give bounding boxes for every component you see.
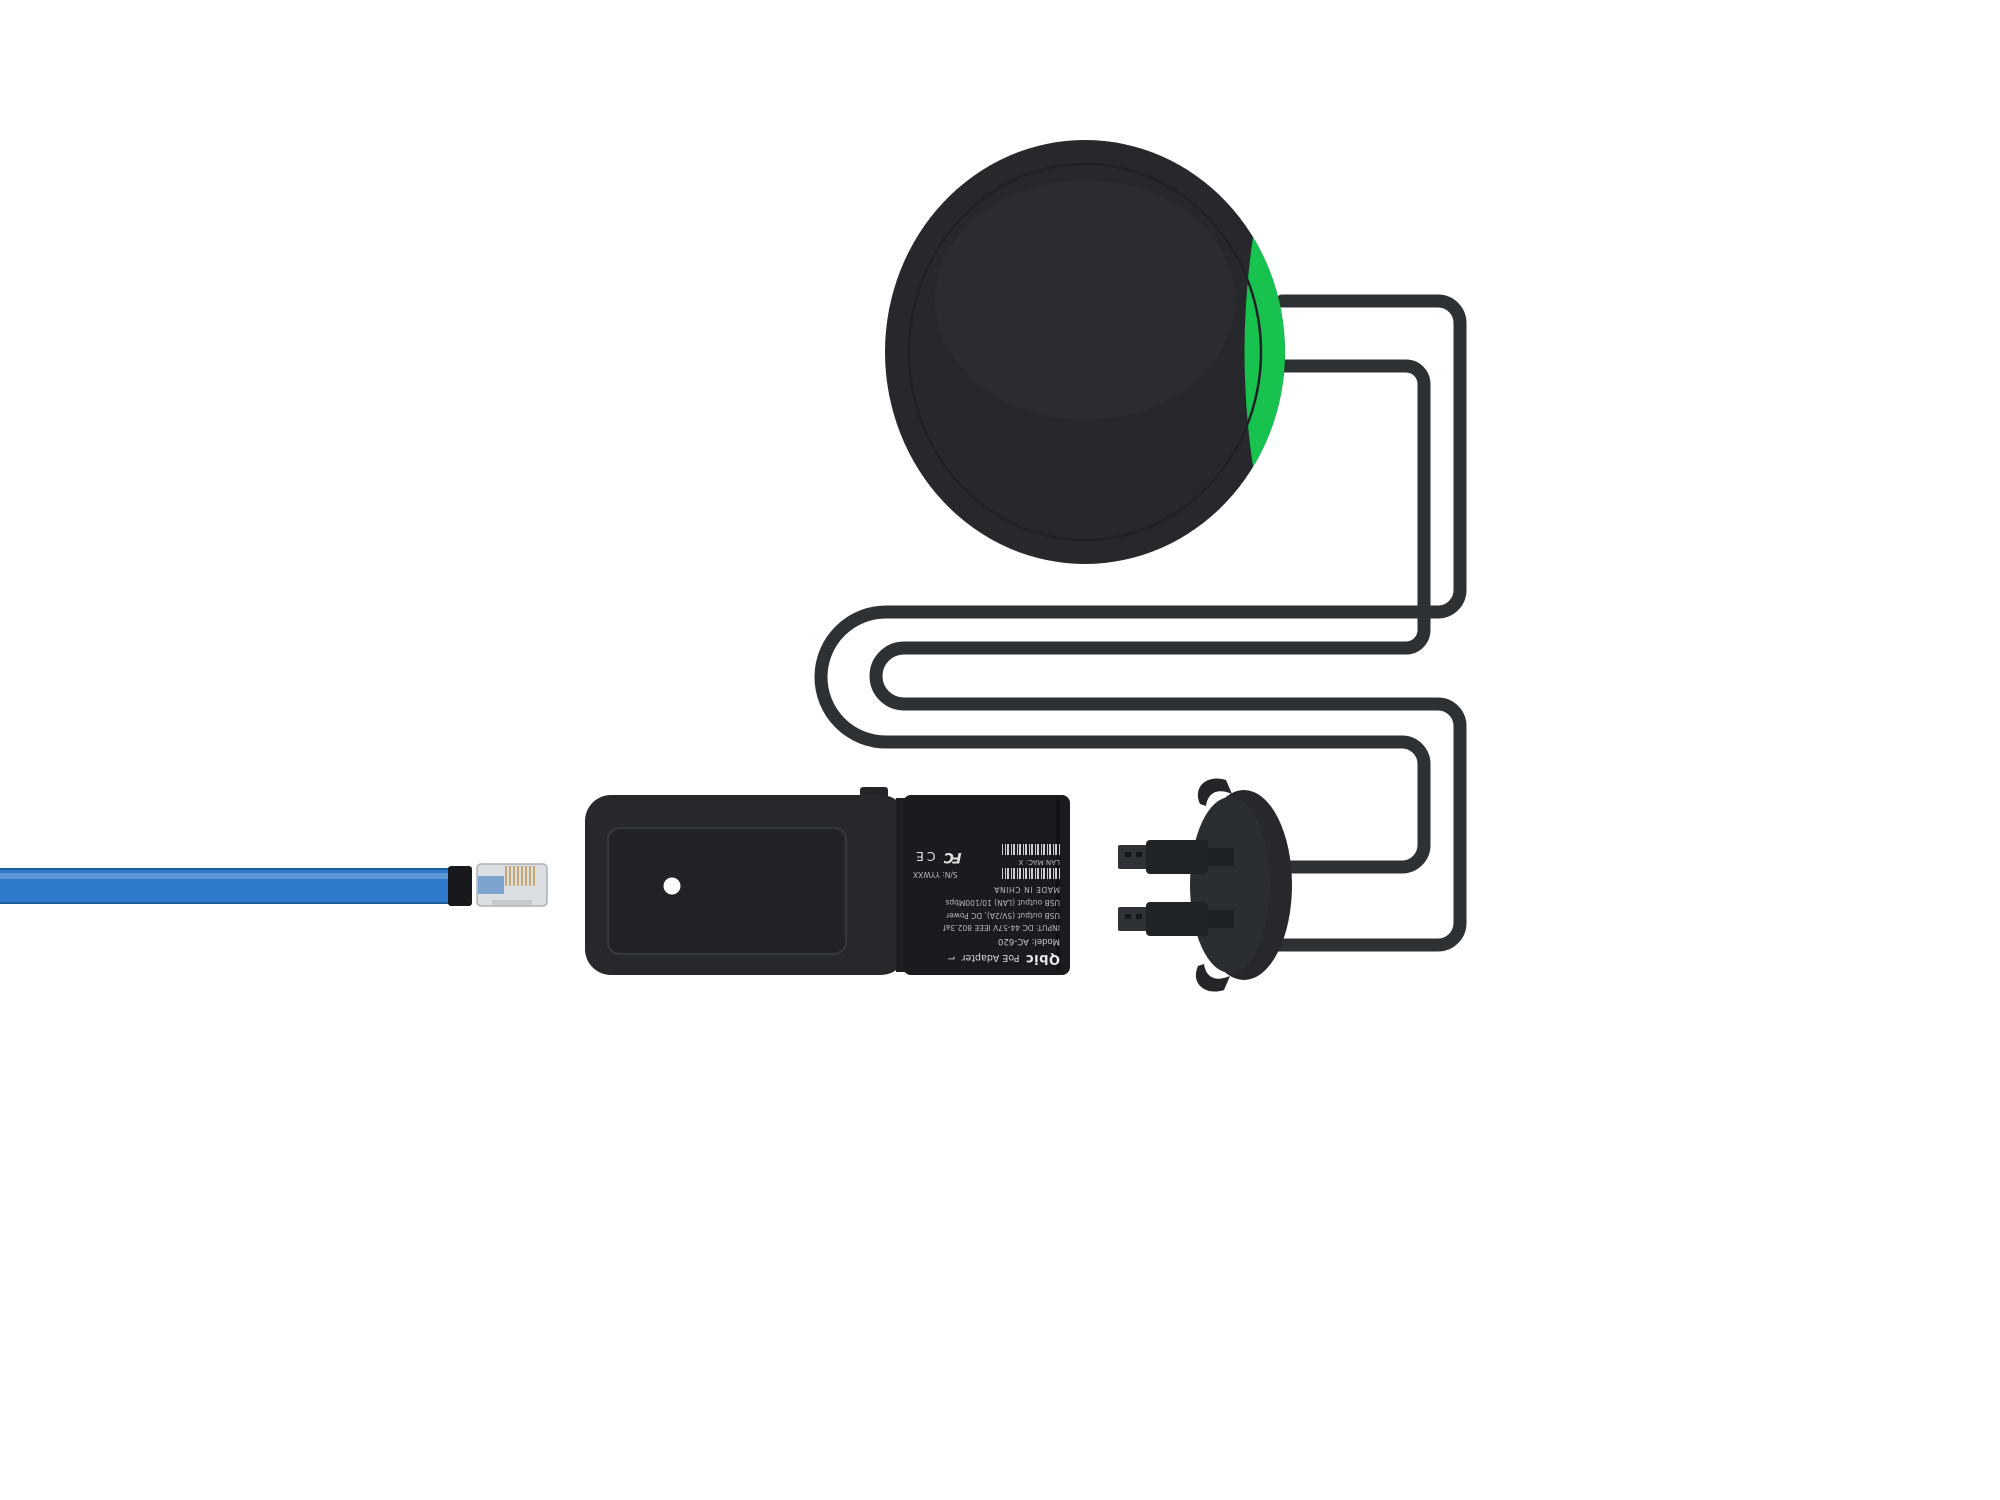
clip-hook-top-icon bbox=[1197, 778, 1232, 806]
usb-plug-top bbox=[1118, 840, 1234, 874]
adapter-label-block bbox=[903, 795, 1070, 975]
puck-surface-sheen bbox=[935, 180, 1235, 420]
usb-plug-bottom-stem bbox=[1200, 910, 1234, 928]
usb-plug-top-shell bbox=[1146, 840, 1208, 874]
ethernet-cable-highlight bbox=[0, 873, 450, 879]
label-marks-column: S/N: YYWXX FC CE bbox=[913, 848, 962, 879]
rj45-gold-pins bbox=[505, 866, 535, 886]
usb-plug-top-stem bbox=[1200, 848, 1234, 866]
adapter-led-hole bbox=[663, 877, 681, 895]
certification-marks: FC CE bbox=[913, 848, 962, 866]
rj45-latch bbox=[492, 900, 532, 905]
label-input-spec: INPUT: DC 44-57V IEEE 802.3af bbox=[943, 923, 1060, 933]
usb-plug-top-tip bbox=[1118, 845, 1150, 869]
puck-body bbox=[885, 140, 1285, 564]
ethernet-cable bbox=[0, 863, 548, 907]
rj45-connector bbox=[476, 863, 548, 907]
adapter-tray-recess bbox=[606, 826, 848, 956]
ethernet-strain-relief bbox=[448, 866, 472, 906]
connector-disc-face bbox=[1190, 797, 1270, 973]
power-cable-strand-inner bbox=[869, 359, 1467, 952]
brand-logo: Qbic bbox=[1025, 951, 1060, 966]
poe-adapter bbox=[585, 787, 1070, 975]
fcc-mark-icon: FC bbox=[945, 849, 962, 866]
adapter-label: Qbic PoE Adapter ⌐ Model: AC-620 INPUT: … bbox=[903, 795, 1070, 975]
label-usb-power-spec: USB output (5V/2A), DC Power bbox=[946, 910, 1060, 920]
label-model: Model: AC-620 bbox=[998, 935, 1060, 946]
barcode-bottom bbox=[1002, 843, 1060, 855]
clip-hook-bottom-icon bbox=[1195, 964, 1230, 992]
label-made-in: MADE IN CHINA bbox=[993, 885, 1060, 894]
usb-plug-top-tip-notch-2 bbox=[1136, 852, 1142, 857]
puck-green-accent bbox=[1244, 237, 1285, 467]
usb-plug-bottom-tip-notch-1 bbox=[1125, 914, 1131, 919]
label-usb-lan-spec: USB output (LAN) 10/100Mbps bbox=[945, 898, 1060, 908]
usb-plug-bottom-shell bbox=[1146, 902, 1208, 936]
usb-plug-bottom-tip-notch-2 bbox=[1136, 914, 1142, 919]
usb-plug-bottom-tip bbox=[1118, 907, 1150, 931]
label-bottom-row: LAN MAC: X S/N: YYWXX FC CE bbox=[913, 843, 1060, 879]
puck-inner-ring bbox=[907, 162, 1263, 542]
barcode-top bbox=[1002, 867, 1060, 879]
label-serial: S/N: YYWXX bbox=[913, 869, 958, 879]
usb-plug-bottom bbox=[1118, 902, 1234, 936]
product-name: PoE Adapter bbox=[961, 952, 1020, 963]
label-brand-row: Qbic PoE Adapter ⌐ bbox=[913, 950, 1060, 966]
power-cable bbox=[814, 294, 1467, 952]
puck-device bbox=[885, 140, 1285, 564]
usb-connector-assembly bbox=[1118, 778, 1292, 992]
rj45-cable-stub bbox=[478, 876, 504, 894]
power-cable-strand-outer bbox=[814, 294, 1467, 874]
label-codes-column: LAN MAC: X bbox=[1002, 843, 1060, 879]
ce-mark-icon: CE bbox=[913, 849, 936, 865]
label-lan-mac: LAN MAC: X bbox=[1018, 857, 1060, 866]
corner-mark-icon: ⌐ bbox=[947, 952, 956, 963]
usb-plug-top-tip-notch-1 bbox=[1125, 852, 1131, 857]
adapter-label-edge bbox=[1056, 800, 1060, 970]
